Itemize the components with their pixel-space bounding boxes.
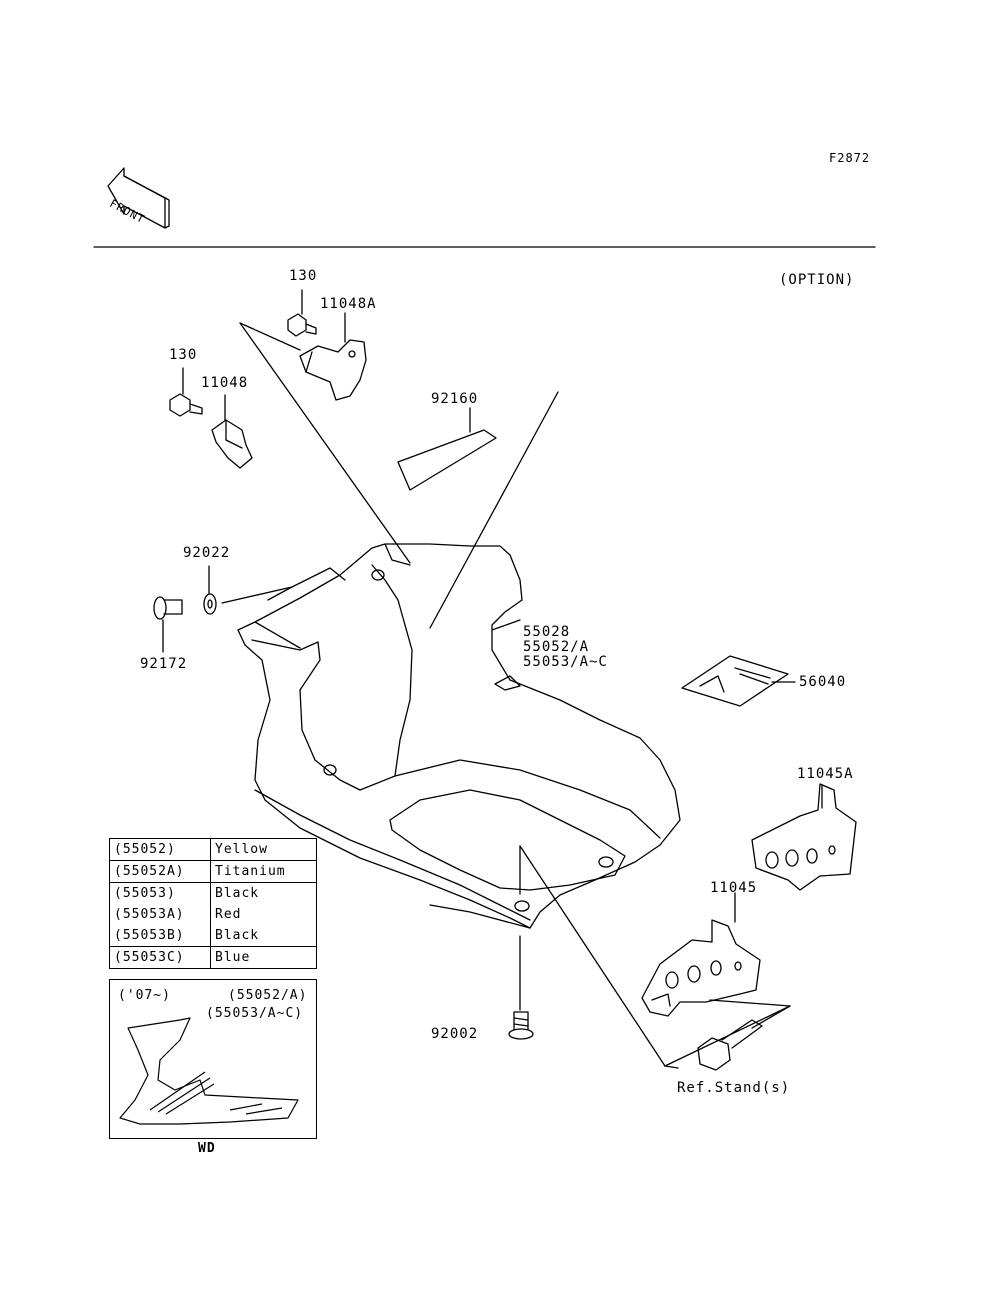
- color-name: Black: [210, 882, 317, 904]
- inset-box: ('07~) (55052/A) (55053/A~C): [109, 979, 317, 1139]
- bracket-11045A: [751, 783, 857, 891]
- table-row: (55053) Black: [109, 882, 317, 904]
- ref-stand-label: Ref.Stand(s): [677, 1080, 791, 1096]
- label-56040: [681, 655, 789, 707]
- table-row: (55052A) Titanium: [109, 860, 317, 883]
- color-name: Black: [210, 925, 317, 947]
- inset-ref-2: (55053/A~C): [206, 1006, 304, 1021]
- part-11048A: 11048A: [320, 296, 377, 312]
- part-55028: 55028: [523, 624, 571, 640]
- part-56040: 56040: [799, 674, 847, 690]
- part-55052A: 55052/A: [523, 639, 590, 655]
- washer-92022: [203, 593, 217, 615]
- part-92160: 92160: [431, 391, 479, 407]
- color-code: (55052): [109, 838, 211, 861]
- color-name: Titanium: [210, 860, 317, 883]
- table-row: (55052) Yellow: [109, 838, 317, 861]
- option-label: (OPTION): [779, 272, 855, 288]
- part-92172: 92172: [140, 656, 188, 672]
- part-11045A: 11045A: [797, 766, 854, 782]
- bracket-11048: [211, 419, 253, 469]
- inset-caption: WD: [198, 1141, 216, 1156]
- part-55053AC: 55053/A~C: [523, 654, 608, 670]
- color-code: (55053C): [109, 946, 211, 969]
- figure-code: F2872: [829, 151, 871, 165]
- color-name: Yellow: [210, 838, 317, 861]
- screw-92002: [508, 1011, 534, 1040]
- screw-92172: [153, 596, 183, 620]
- bolt-130-lower: [169, 393, 203, 417]
- part-130-upper: 130: [289, 268, 318, 284]
- part-11048: 11048: [201, 375, 249, 391]
- color-code: (55053): [109, 882, 211, 904]
- part-92022: 92022: [183, 545, 231, 561]
- bolt-130-upper: [287, 313, 317, 337]
- front-arrow-icon: [107, 167, 170, 229]
- part-11045: 11045: [710, 880, 758, 896]
- strip-92160: [397, 429, 497, 491]
- inset-ref-1: (55052/A): [228, 988, 308, 1003]
- color-name: Red: [210, 904, 317, 925]
- part-130-lower: 130: [169, 347, 198, 363]
- ref-stand-bolt: [697, 1019, 763, 1071]
- inset-year: ('07~): [118, 988, 171, 1003]
- under-cowl-outline: [237, 543, 681, 929]
- color-name: Blue: [210, 946, 317, 969]
- color-code: (55052A): [109, 860, 211, 883]
- table-row: (55053A) Red: [109, 904, 317, 925]
- color-code: (55053A): [109, 904, 211, 925]
- bracket-11048A: [299, 339, 367, 401]
- table-row: (55053B) Black: [109, 925, 317, 947]
- color-table: (55052) Yellow (55052A) Titanium (55053)…: [109, 838, 317, 969]
- bracket-11045: [641, 919, 761, 1017]
- part-92002: 92002: [431, 1026, 479, 1042]
- inset-cowl-sketch: [119, 1017, 299, 1125]
- color-code: (55053B): [109, 925, 211, 947]
- table-row: (55053C) Blue: [109, 946, 317, 969]
